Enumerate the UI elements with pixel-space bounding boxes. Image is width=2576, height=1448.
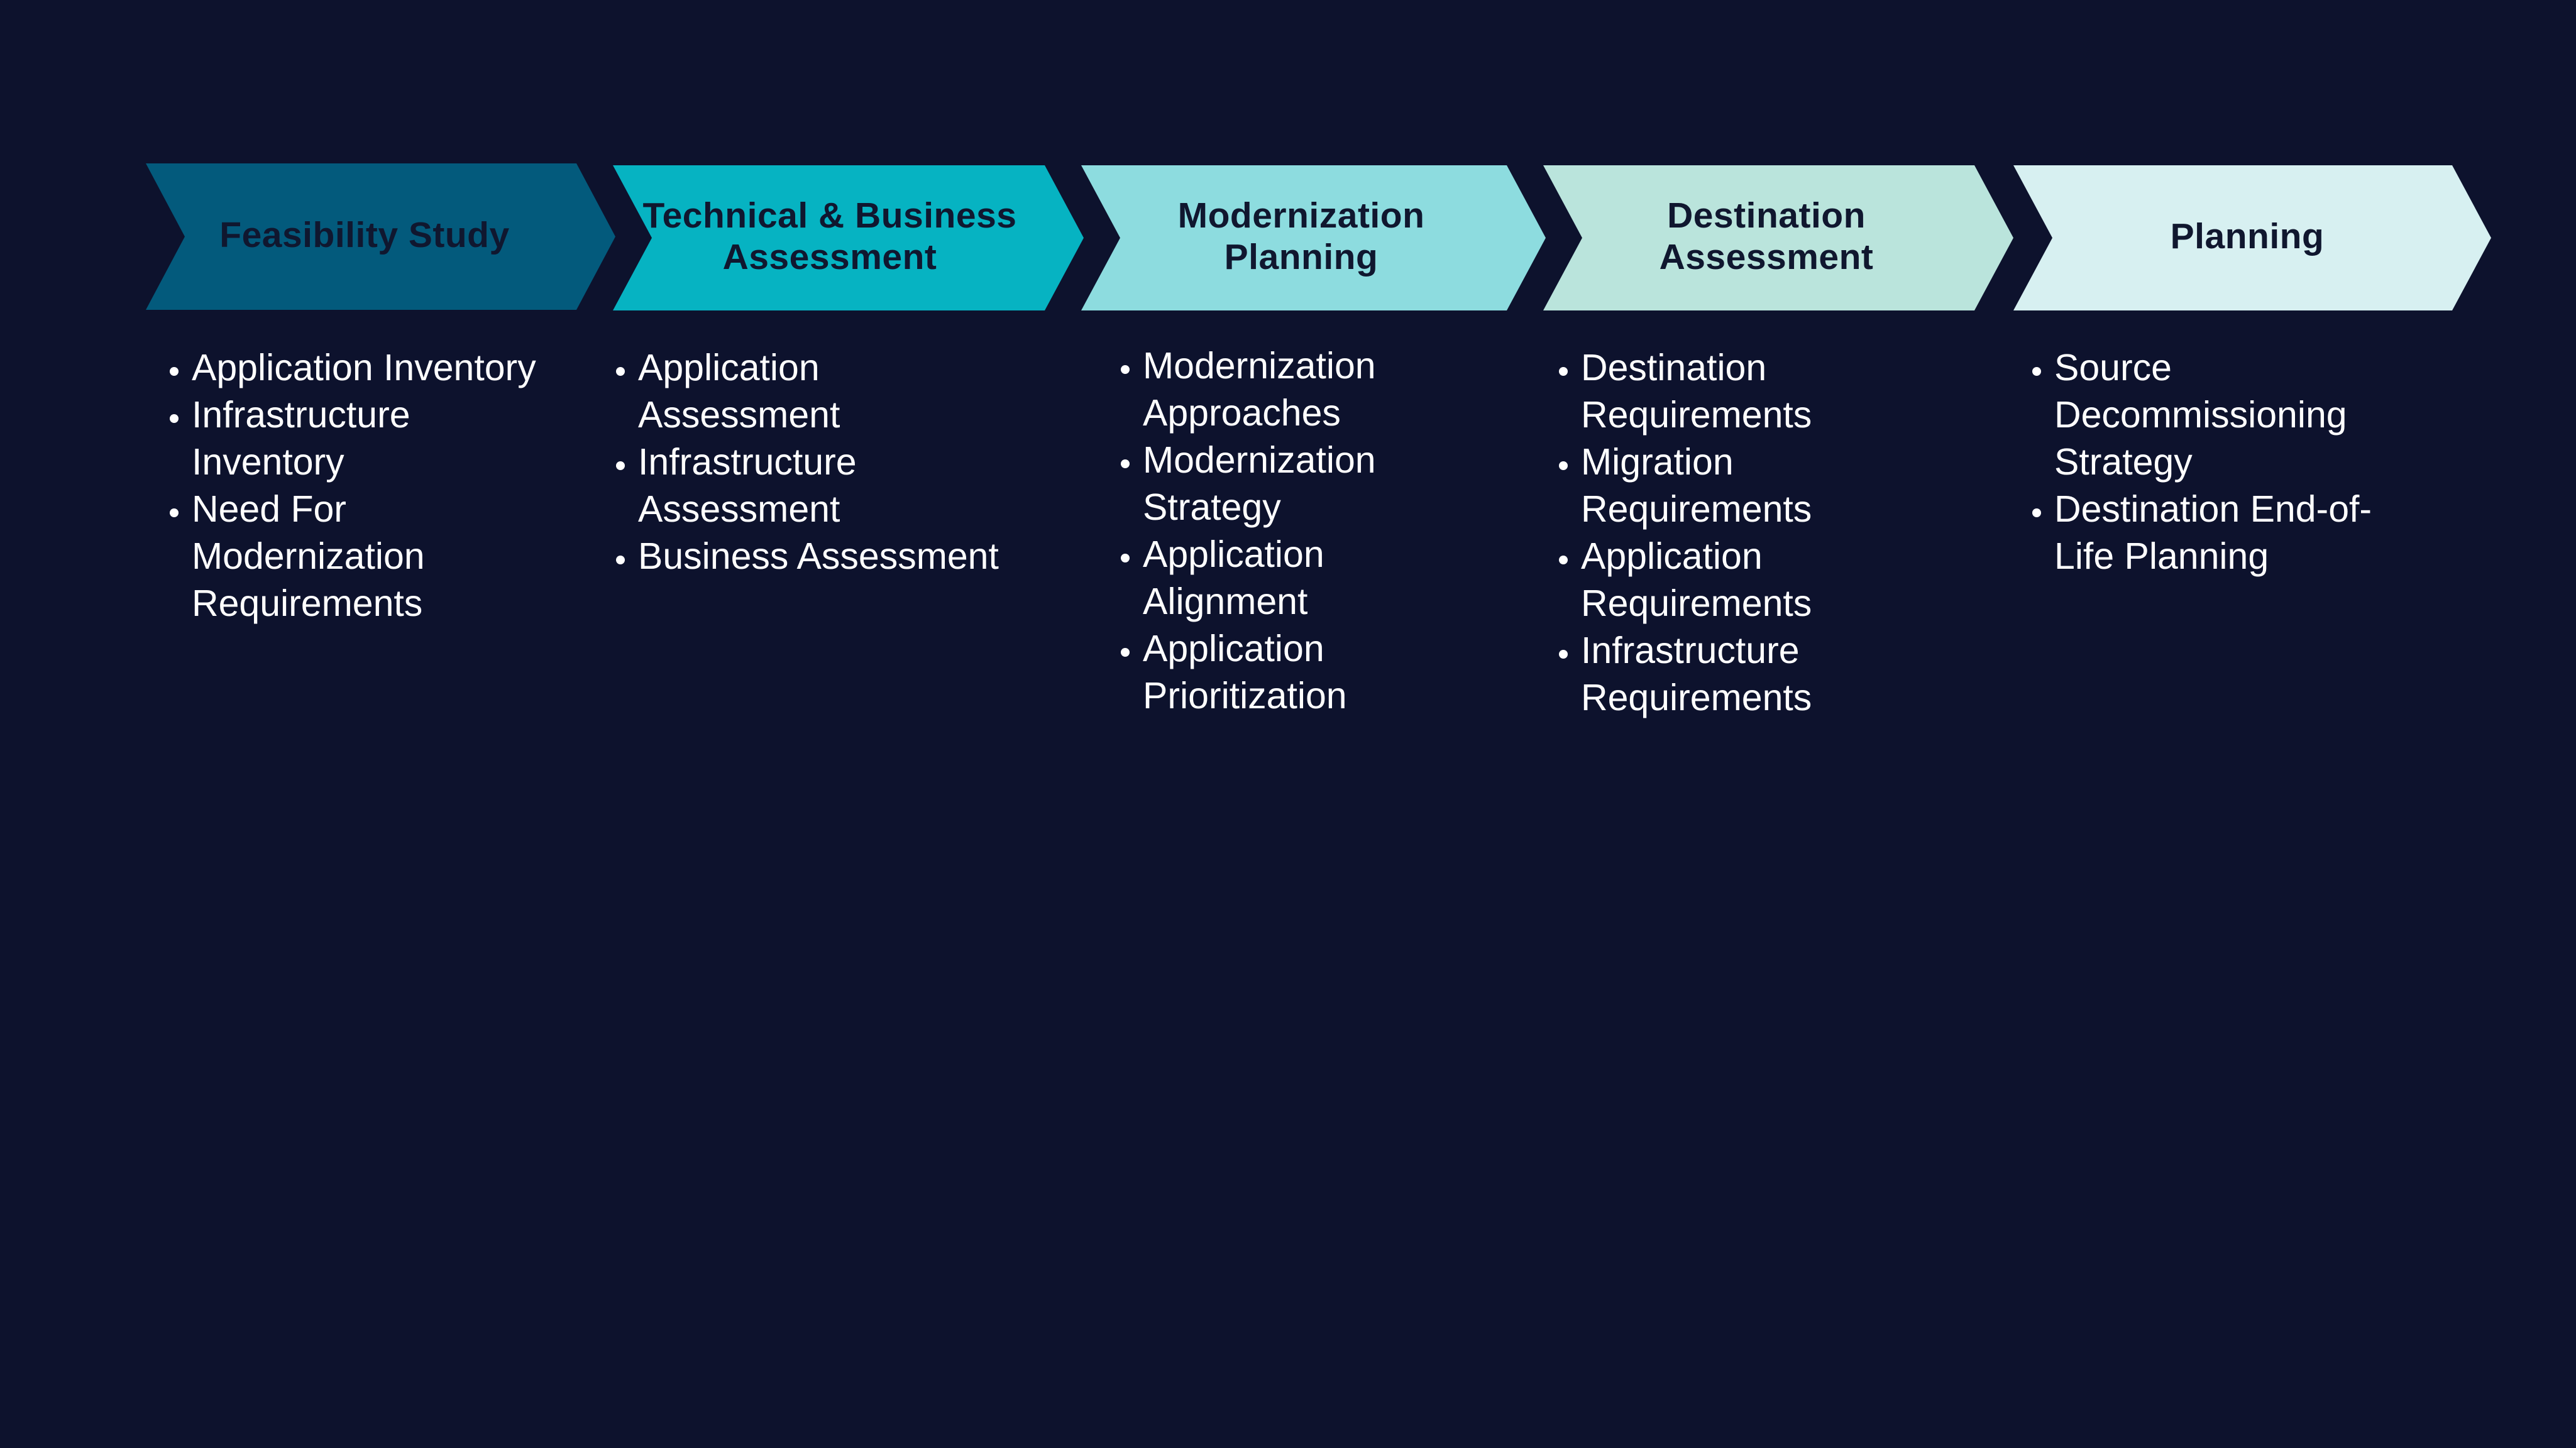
stage-items-5: Source Decommissioning StrategyDestinati… <box>1966 344 2419 580</box>
stage-item: Migration Requirements <box>1581 439 1946 533</box>
stage-items-2: Application AssessmentInfrastructure Ass… <box>550 344 1015 580</box>
stage-title-2: Technical & Business Assessment <box>642 195 1017 277</box>
chevron-5 <box>2013 165 2491 310</box>
chevron-4 <box>1543 165 2013 310</box>
stage-item: Application Assessment <box>638 344 1015 439</box>
stage-item: Application Alignment <box>1143 531 1495 625</box>
stage-item: Need For Modernization Requirements <box>192 486 544 627</box>
stage-item: Destination Requirements <box>1581 344 1946 439</box>
stage-item: Infrastructure Requirements <box>1581 627 1946 721</box>
stage-title-3: Modernization Planning <box>1177 195 1425 277</box>
chevron-2 <box>613 165 1084 310</box>
stage-item: Application Prioritization <box>1143 625 1495 720</box>
chevron-3 <box>1081 165 1546 310</box>
stage-item: Source Decommissioning Strategy <box>2054 344 2419 486</box>
stage-items-4: Destination RequirementsMigration Requir… <box>1493 344 1946 721</box>
stage-item: Infrastructure Inventory <box>192 392 544 486</box>
stage-title-5: Planning <box>2170 216 2325 256</box>
stage-item: Business Assessment <box>638 533 1015 580</box>
stage-item: Application Inventory <box>192 344 544 392</box>
stage-item: Infrastructure Assessment <box>638 439 1015 533</box>
stage-items-3: Modernization ApproachesModernization St… <box>1055 343 1495 720</box>
stage-title-1: Feasibility Study <box>219 214 510 255</box>
chevron-1 <box>146 163 615 310</box>
stage-item: Application Requirements <box>1581 533 1946 627</box>
stage-item: Modernization Strategy <box>1143 437 1495 531</box>
stage-title-4: Destination Assessment <box>1659 195 1874 277</box>
stage-item: Destination End-of-Life Planning <box>2054 486 2419 580</box>
stage-items-1: Application InventoryInfrastructure Inve… <box>104 344 544 627</box>
stage-item: Modernization Approaches <box>1143 343 1495 437</box>
